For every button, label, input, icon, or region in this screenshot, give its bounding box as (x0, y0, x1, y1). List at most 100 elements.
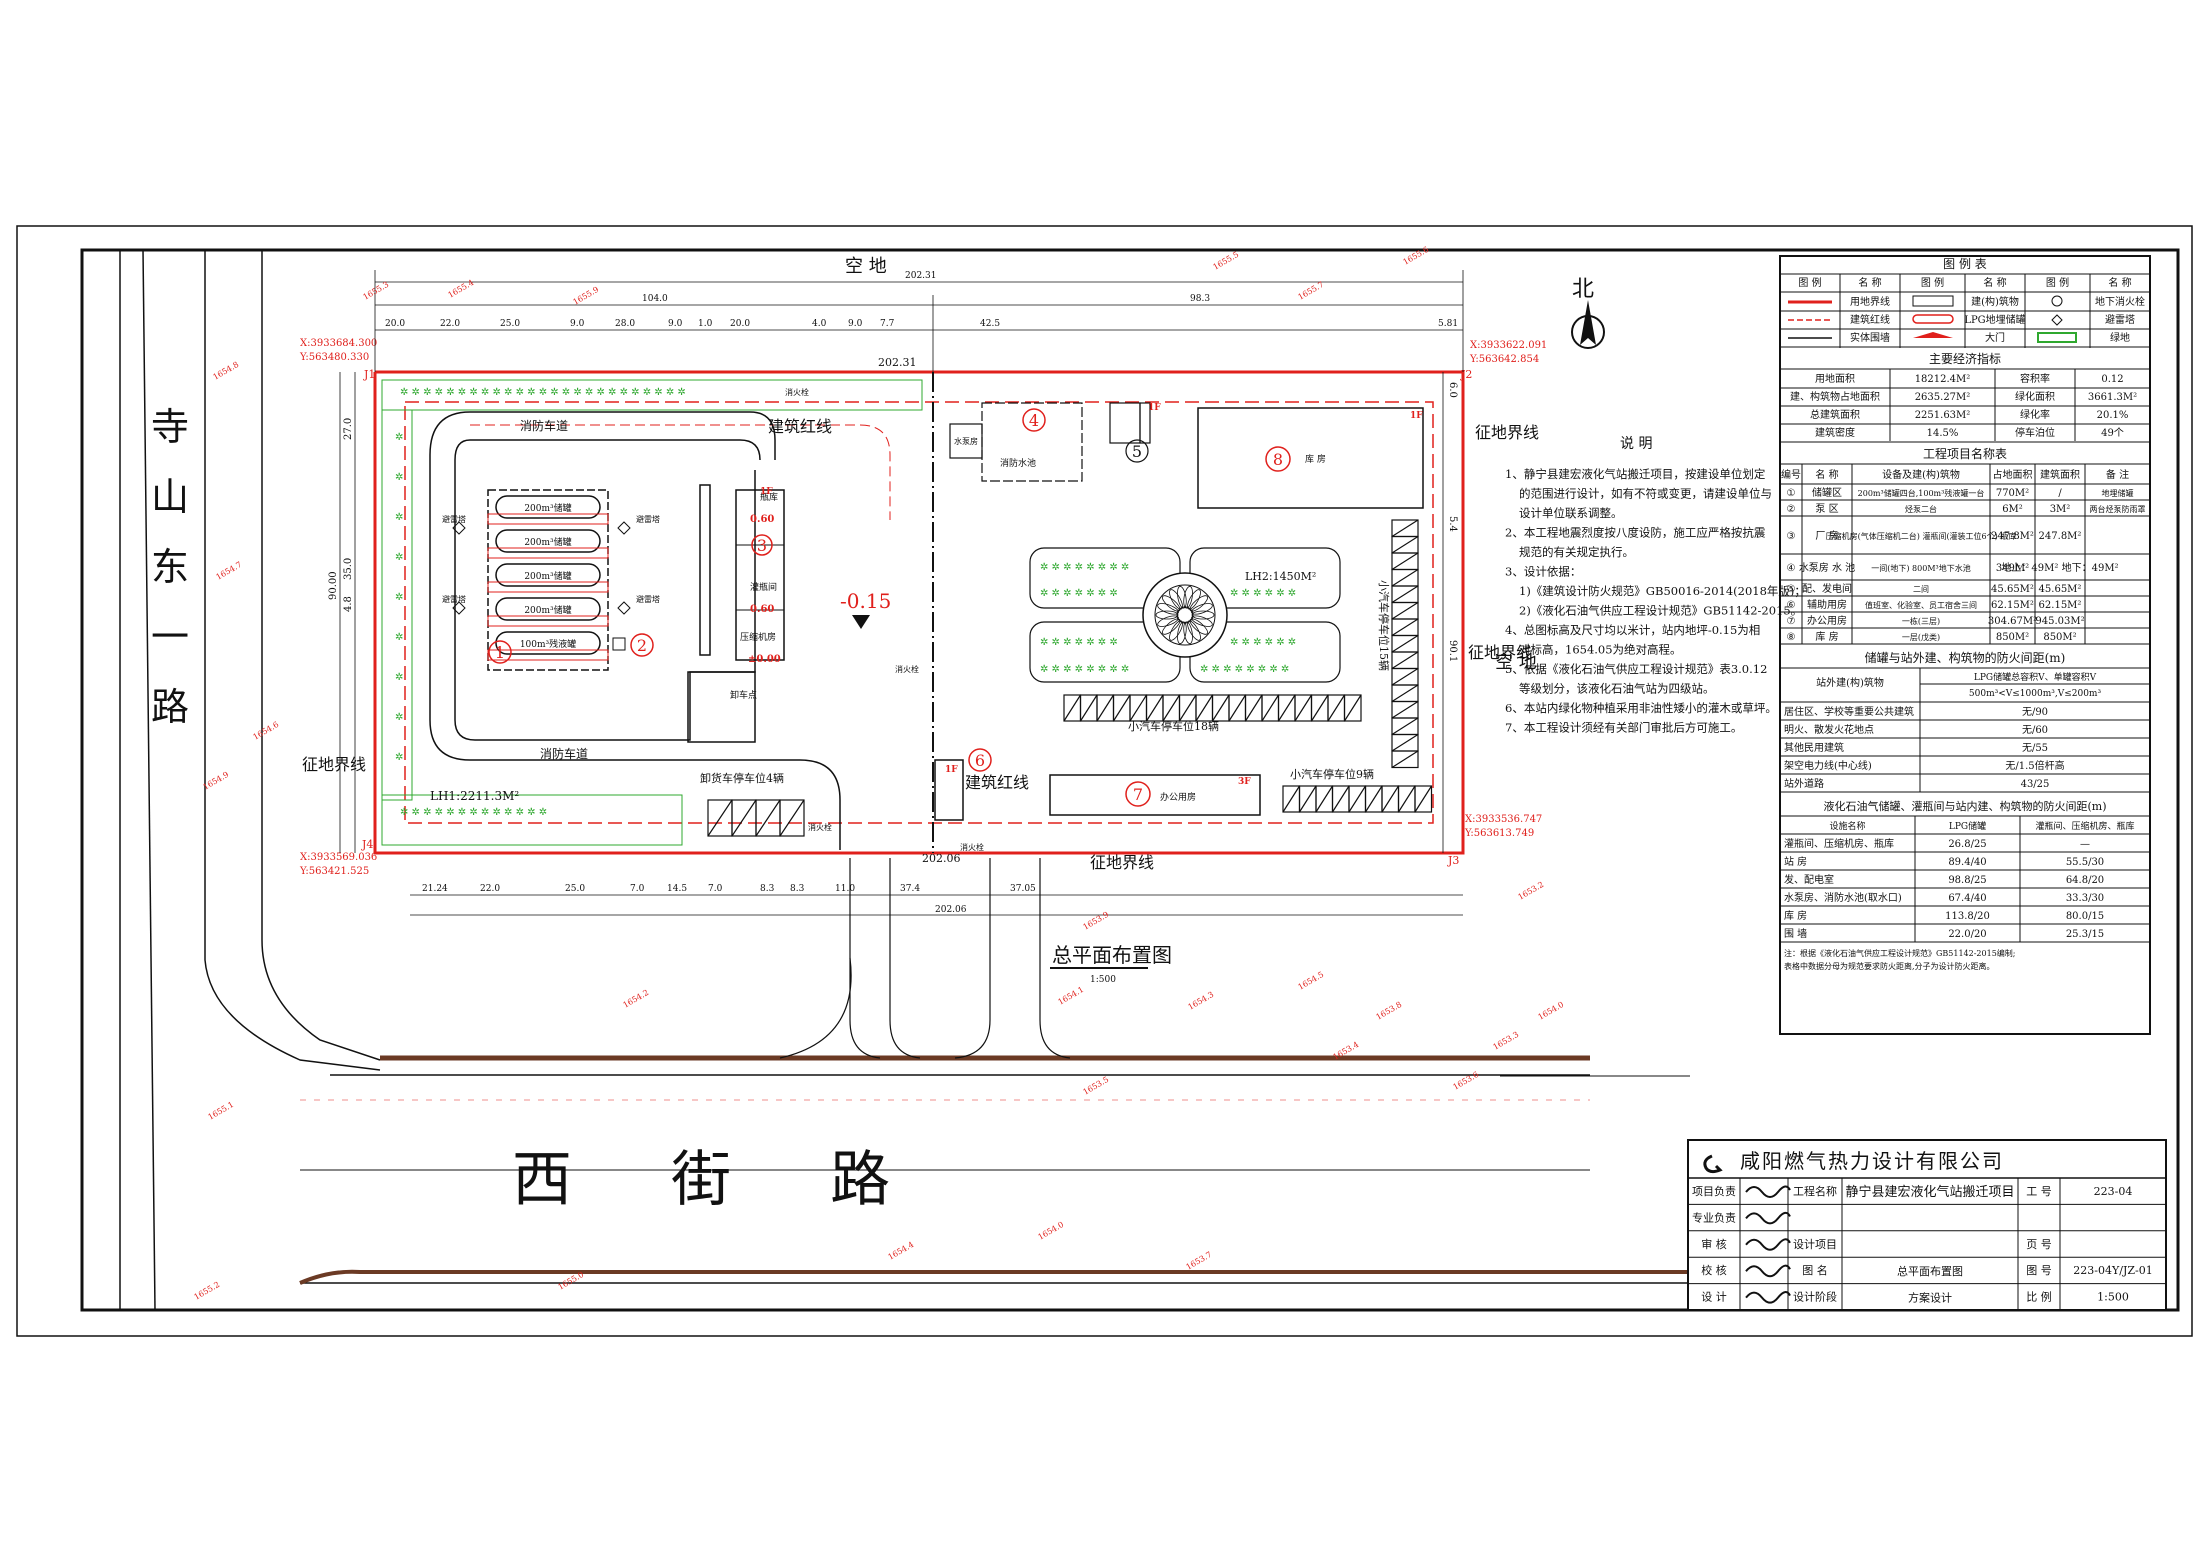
parking-stall-diagonal (1315, 785, 1334, 813)
projects-cell: 地上：49M² 地下：49M² (2001, 561, 2118, 574)
survey-point: 1654.3 (1187, 990, 1216, 1012)
note-line: 规范的有关规定执行。 (1519, 545, 1634, 559)
projects-cell: 地埋储罐 (2102, 488, 2134, 498)
parking-stall-diagonal (1145, 694, 1164, 722)
bottom-dim-text: 8.3 (790, 884, 805, 894)
fire-road-label-top: 消防车道 (520, 418, 568, 433)
left-dimensions (339, 372, 356, 853)
legend-lightning-symbol (2051, 314, 2063, 326)
flower-petal (1169, 589, 1183, 610)
econ-cell: 2251.63M² (1915, 410, 1971, 421)
factory-building-3: 3 (687, 484, 785, 743)
distance2-header: 设施名称 (1829, 820, 1865, 832)
parking-stall-diagonal (1277, 694, 1296, 722)
road-south-label: 西 街 路 (512, 1145, 930, 1215)
parking-stall-diagonal (1244, 694, 1263, 722)
projects-cell: ③ (1787, 531, 1796, 542)
svg-text:X:3933684.300: X:3933684.300 (300, 338, 377, 349)
notes-block: 说 明 1、静宁县建宏液化气站搬迁项目，按建设单位划定的范围进行设计，如有不符或… (1505, 436, 1806, 735)
svg-text:灌瓶间: 灌瓶间 (750, 581, 777, 593)
tank-pad (487, 547, 609, 559)
bottom-dimensions (410, 894, 1463, 916)
bottom-dim-text: 21.24 (422, 884, 448, 894)
bottom-dim-text: 8.3 (760, 884, 775, 894)
projects-header: 设备及建(构)筑物 (1882, 468, 1960, 481)
building-num-4-label: 4 (1029, 411, 1039, 430)
distance2-cell: 80.0/15 (2066, 911, 2104, 922)
parking-stall-diagonal (1364, 785, 1383, 813)
road-south (299, 1055, 1690, 1285)
projects-cell: 3M² (2050, 504, 2071, 515)
svg-text:压缩机房: 压缩机房 (740, 631, 776, 643)
flower-petal (1162, 595, 1181, 612)
top-dim-text: 20.0 (385, 319, 405, 329)
parking-stalls-18 (1063, 694, 1362, 722)
note-line: 5、依据《液化石油气供应工程设计规范》表3.0.12 (1505, 662, 1767, 676)
projects-header: 备 注 (2106, 468, 2129, 481)
company-name: 咸阳燃气热力设计有限公司 (1740, 1149, 2004, 1173)
projects-cell: 770M² (1996, 488, 2029, 499)
distance2-cell: — (2080, 839, 2090, 850)
svg-text:X:3933622.091: X:3933622.091 (1470, 340, 1547, 351)
parking-stall-diagonal (1391, 717, 1419, 736)
parking-stall-diagonal (1391, 634, 1419, 653)
econ-cell: 总建筑面积 (1810, 408, 1860, 421)
econ-cell: 建筑密度 (1815, 426, 1855, 439)
distance1-cell: 无/55 (2022, 743, 2048, 754)
projects-cell: 水泵房 水 池 (1799, 561, 1855, 574)
tank-pad (487, 649, 609, 661)
parking-stall-diagonal (1414, 785, 1433, 813)
survey-point: 1653.6 (1452, 1070, 1481, 1092)
note-line: 的范围进行设计，如有不符或变更，请建设单位与 (1519, 487, 1772, 501)
bottom-dim-text: 7.0 (630, 884, 645, 894)
legend-building-symbol (1912, 295, 1954, 307)
parking-stall-diagonal (1391, 585, 1419, 604)
tb-field: 工 号 (2026, 1185, 2052, 1198)
legend-name: 大门 (1985, 331, 2005, 344)
svg-text:Y:563642.854: Y:563642.854 (1469, 354, 1539, 365)
top-dim-text: 4.0 (812, 319, 827, 329)
flower-petal (1187, 589, 1201, 610)
svg-text:消火栓: 消火栓 (808, 822, 832, 832)
legend-name: 用地界线 (1850, 295, 1890, 308)
tb-field: 设计项目 (1793, 1238, 1837, 1251)
building-num-1-label: 1 (495, 643, 505, 662)
svg-text:J2: J2 (1460, 368, 1472, 381)
svg-text:避雷塔: 避雷塔 (636, 514, 660, 524)
survey-point: 1653.2 (1517, 880, 1546, 902)
signature-mark (1745, 1291, 1791, 1304)
svg-text:✲: ✲ (395, 472, 403, 483)
parking-stall-diagonal (1391, 552, 1419, 571)
factory-labels: 瓶库 灌瓶间 压缩机房 卸车点 (730, 491, 778, 701)
projects-cell: ① (1787, 488, 1796, 499)
tank-pad (487, 615, 609, 627)
projects-cell: 一栋(三层) (1902, 616, 1940, 626)
svg-text:✲: ✲ (395, 552, 403, 563)
flower-petal (1157, 615, 1179, 627)
distance1-cell: 站外道路 (1784, 777, 1824, 790)
warehouse-8 (1197, 407, 1424, 509)
mid-dim-bottom: 202.06 (922, 852, 961, 865)
top-right-dim: 98.3 (1190, 294, 1210, 304)
parking-stall-diagonal (1294, 694, 1313, 722)
distance2-cell: 站 房 (1784, 855, 1807, 868)
survey-point: 1655.7 (1297, 280, 1326, 302)
parking-stall-diagonal (1079, 694, 1098, 722)
tank-shape (495, 529, 601, 553)
top-dim-text: 42.5 (980, 319, 1000, 329)
survey-point: 1653.9 (1082, 910, 1111, 932)
svg-text:✲: ✲ (395, 712, 403, 723)
legend-name: 地下消火栓 (2095, 295, 2145, 308)
building-num-5 (1125, 439, 1149, 463)
tank-label: 200m³储罐 (524, 536, 571, 548)
hydrant-markers: 消火栓 消火栓 消火栓 消火栓 (785, 387, 984, 852)
note-line: 7、本工程设计须经有关部门审批后方可施工。 (1505, 721, 1742, 735)
svg-text:✲: ✲ (395, 592, 403, 603)
legend-header: 名 称 (1983, 276, 2006, 289)
projects-cell: 45.65M² (2039, 584, 2082, 595)
tables-frame (1779, 255, 2151, 1035)
svg-text:1F: 1F (1410, 411, 1423, 421)
svg-text:✲ ✲ ✲ ✲ ✲ ✲: ✲ ✲ ✲ ✲ ✲ ✲ (1230, 588, 1296, 599)
